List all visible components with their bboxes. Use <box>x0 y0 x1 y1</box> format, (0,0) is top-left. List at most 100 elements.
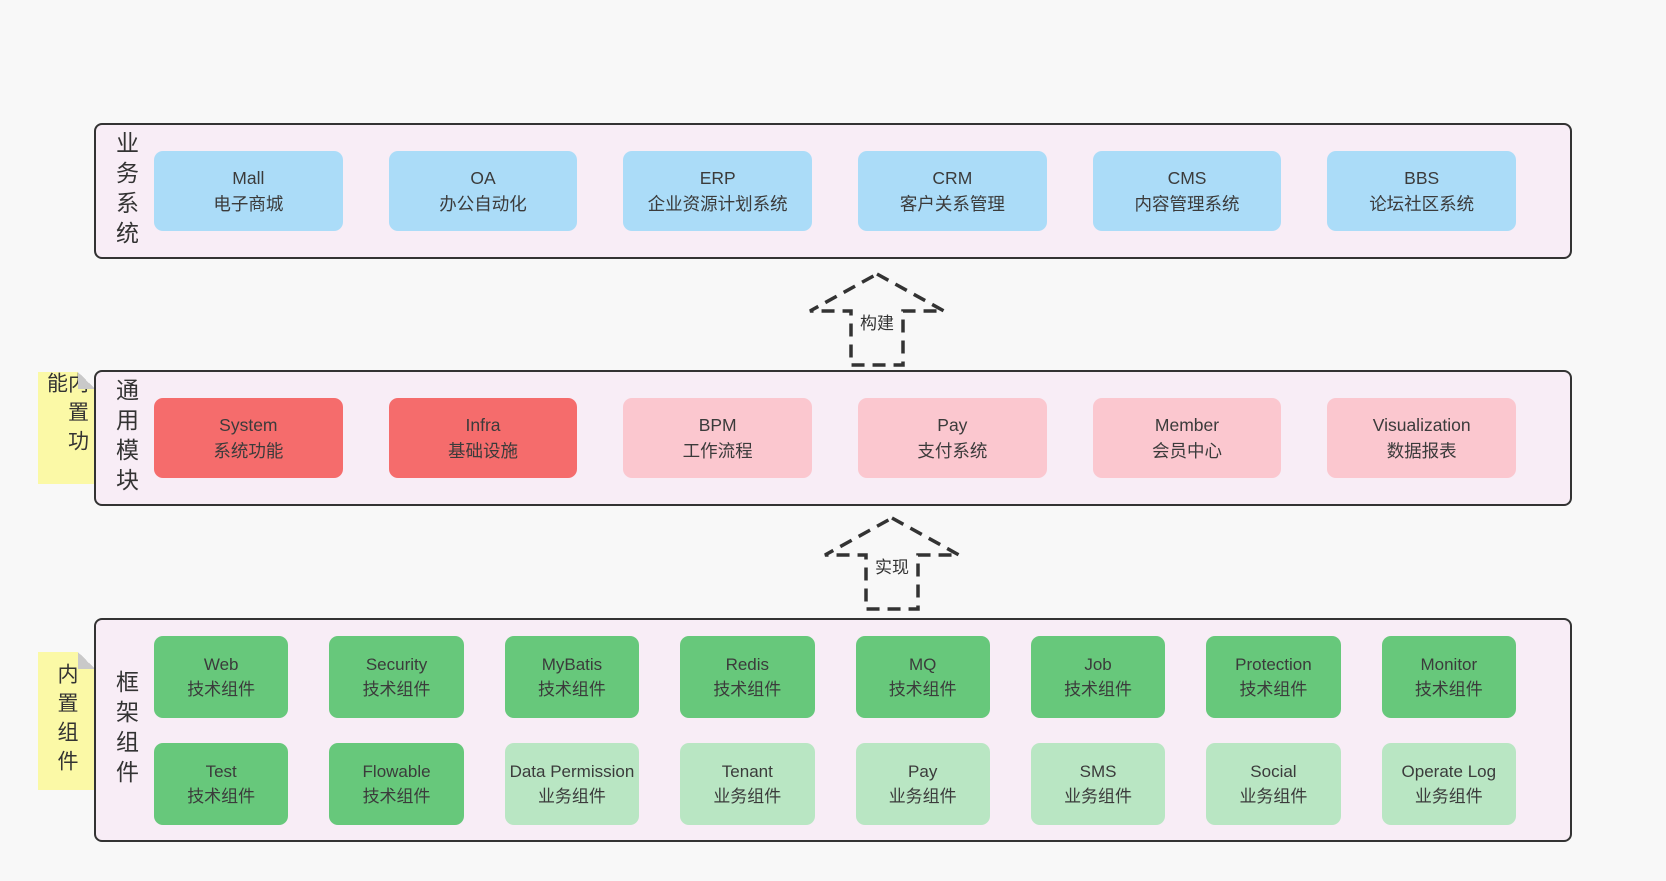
box-tenant: Tenant 业务组件 <box>680 742 815 825</box>
box-title: BBS <box>1404 168 1440 188</box>
box-subtitle: 技术组件 <box>362 786 431 806</box>
box-bpm: BPM 工作流程 <box>623 398 813 478</box>
folded-corner-icon <box>78 372 95 389</box>
box-title: Security <box>365 654 428 674</box>
box-title: Redis <box>725 654 770 674</box>
box-subtitle: 业务组件 <box>537 786 606 806</box>
box-subtitle: 数据报表 <box>1386 441 1457 461</box>
box-title: SMS <box>1079 761 1117 781</box>
box-subtitle: 办公自动化 <box>439 194 527 214</box>
box-operate-log: Operate Log 业务组件 <box>1381 742 1516 825</box>
layer-common-modules: 通用模块 System 系统功能 Infra 基础设施 BPM 工作流程 Pay… <box>94 370 1572 506</box>
business-boxes-row: Mall 电子商城 OA 办公自动化 ERP 企业资源计划系统 CRM 客户关系… <box>154 151 1517 231</box>
box-cms: CMS 内容管理系统 <box>1092 151 1282 231</box>
box-subtitle: 业务组件 <box>1414 786 1483 806</box>
layer-label-modules: 通用模块 <box>112 378 139 498</box>
box-title: Tenant <box>721 761 773 781</box>
box-subtitle: 业务组件 <box>1064 786 1133 806</box>
box-subtitle: 客户关系管理 <box>899 194 1005 214</box>
framework-row-1: Web 技术组件 Security 技术组件 MyBatis 技术组件 Redi… <box>154 635 1516 718</box>
box-title: Test <box>205 761 237 781</box>
box-title: Flowable <box>362 761 431 781</box>
layer-framework-components: 框架组件 Web 技术组件 Security 技术组件 MyBatis 技术组件… <box>94 618 1572 842</box>
box-subtitle: 工作流程 <box>682 441 753 461</box>
layer-business-systems: 业务系统 Mall 电子商城 OA 办公自动化 ERP 企业资源计划系统 CRM… <box>94 123 1572 259</box>
box-title: Member <box>1154 415 1220 435</box>
box-protection: Protection 技术组件 <box>1206 635 1341 718</box>
box-mybatis: MyBatis 技术组件 <box>504 635 640 718</box>
box-test: Test 技术组件 <box>154 742 289 825</box>
folded-corner-icon <box>78 652 95 669</box>
box-title: Mall <box>232 168 265 188</box>
box-subtitle: 基础设施 <box>448 441 518 461</box>
box-subtitle: 技术组件 <box>362 679 431 699</box>
box-data-permission: Data Permission 业务组件 <box>504 742 640 825</box>
box-title: ERP <box>699 168 736 188</box>
framework-row-2: Test 技术组件 Flowable 技术组件 Data Permission … <box>154 742 1516 825</box>
box-social: Social 业务组件 <box>1206 742 1341 825</box>
box-crm: CRM 客户关系管理 <box>858 151 1047 231</box>
box-subtitle: 技术组件 <box>537 679 606 699</box>
note-built-in-features: 内置功能 <box>38 372 95 484</box>
box-title: BPM <box>698 415 737 435</box>
box-title: CRM <box>932 168 973 188</box>
box-title: CMS <box>1167 168 1207 188</box>
note-built-in-components: 内置组件 <box>38 652 95 790</box>
box-redis: Redis 技术组件 <box>680 635 815 718</box>
box-title: Infra <box>465 415 501 435</box>
layer-label-column: 框架组件 <box>96 620 154 840</box>
box-sms: SMS 业务组件 <box>1030 742 1166 825</box>
box-member: Member 会员中心 <box>1092 398 1282 478</box>
box-subtitle: 会员中心 <box>1152 441 1223 461</box>
box-security: Security 技术组件 <box>329 635 464 718</box>
box-subtitle: 技术组件 <box>713 679 782 699</box>
box-title: Social <box>1250 761 1297 781</box>
box-subtitle: 系统功能 <box>213 441 284 461</box>
box-mall: Mall 电子商城 <box>154 151 343 231</box>
box-subtitle: 技术组件 <box>1414 679 1483 699</box>
box-flowable: Flowable 技术组件 <box>329 742 464 825</box>
box-title: MyBatis <box>541 654 603 674</box>
box-subtitle: 技术组件 <box>1239 679 1308 699</box>
box-subtitle: 业务组件 <box>1239 786 1308 806</box>
arrow-build: 构建 <box>807 271 947 369</box>
box-mq: MQ 技术组件 <box>855 635 990 718</box>
box-title: Web <box>203 654 239 674</box>
box-title: Pay <box>937 415 968 435</box>
up-arrow-icon <box>809 272 945 367</box>
note-text: 内置功能 <box>44 372 89 459</box>
layer-label-business: 业务系统 <box>112 131 139 251</box>
box-visualization: Visualization 数据报表 <box>1327 398 1517 478</box>
up-arrow-icon <box>824 516 960 611</box>
box-title: MQ <box>908 654 937 674</box>
box-title: Monitor <box>1420 654 1478 674</box>
box-monitor: Monitor 技术组件 <box>1381 635 1516 718</box>
box-subtitle: 企业资源计划系统 <box>647 194 788 214</box>
box-job: Job 技术组件 <box>1030 635 1166 718</box>
box-pay-biz: Pay 业务组件 <box>855 742 990 825</box>
box-title: Data Permission <box>509 761 635 781</box>
box-subtitle: 论坛社区系统 <box>1369 194 1475 214</box>
box-title: Operate Log <box>1401 761 1497 781</box>
box-title: Protection <box>1235 654 1312 674</box>
arrow-implement-label: 实现 <box>872 557 912 579</box>
box-title: Job <box>1084 654 1112 674</box>
box-subtitle: 技术组件 <box>1064 679 1133 699</box>
layer-label-framework: 框架组件 <box>112 670 139 790</box>
framework-rows: Web 技术组件 Security 技术组件 MyBatis 技术组件 Redi… <box>154 635 1516 825</box>
box-oa: OA 办公自动化 <box>388 151 578 231</box>
layer-label-column: 通用模块 <box>96 372 154 504</box>
box-bbs: BBS 论坛社区系统 <box>1327 151 1517 231</box>
box-subtitle: 技术组件 <box>187 786 256 806</box>
note-text: 内置组件 <box>55 663 78 779</box>
box-pay: Pay 支付系统 <box>858 398 1047 478</box>
box-subtitle: 技术组件 <box>187 679 256 699</box>
box-subtitle: 业务组件 <box>713 786 782 806</box>
box-subtitle: 技术组件 <box>888 679 957 699</box>
modules-boxes-row: System 系统功能 Infra 基础设施 BPM 工作流程 Pay 支付系统… <box>154 398 1517 478</box>
box-title: Visualization <box>1372 415 1471 435</box>
layer-label-column: 业务系统 <box>96 125 154 257</box>
box-title: Pay <box>908 761 938 781</box>
box-subtitle: 内容管理系统 <box>1134 194 1240 214</box>
box-subtitle: 业务组件 <box>888 786 957 806</box>
